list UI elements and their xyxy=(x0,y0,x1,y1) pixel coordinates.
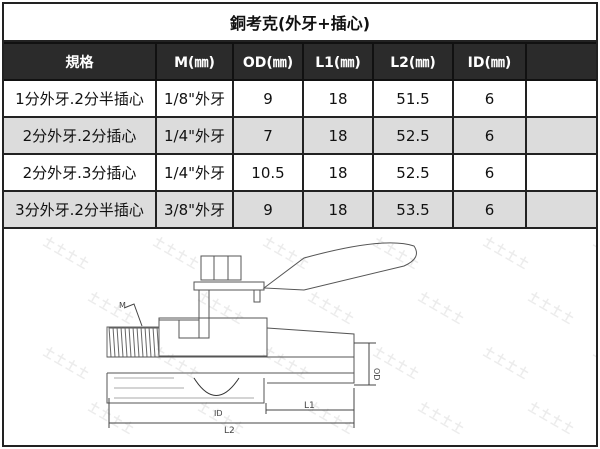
watermark-mark xyxy=(42,236,89,270)
thread xyxy=(106,326,160,358)
table-cell: 1/4"外牙 xyxy=(155,116,234,155)
table-cell: 1/8"外牙 xyxy=(155,79,234,118)
watermark-mark xyxy=(372,236,419,270)
table-cell: 6 xyxy=(452,116,527,155)
hatching xyxy=(114,377,254,399)
table-cell xyxy=(525,190,596,229)
label-l1: L1 xyxy=(304,401,315,411)
table-cell: 18 xyxy=(302,79,374,118)
watermark-mark xyxy=(417,401,464,435)
col-od: OD(㎜) xyxy=(232,42,304,81)
watermark-mark xyxy=(307,401,354,435)
watermark-mark xyxy=(152,346,199,380)
page-title: 銅考克(外牙+插心) xyxy=(4,4,596,42)
watermark-mark xyxy=(152,236,199,270)
spec-table: 規格 M(㎜) OD(㎜) L1(㎜) L2(㎜) ID(㎜) 1分外牙.2分半… xyxy=(4,42,596,229)
table-cell: 51.5 xyxy=(372,79,454,118)
table-cell: 2分外牙.3分插心 xyxy=(4,153,157,192)
watermark-mark xyxy=(307,291,354,325)
dimension-lines xyxy=(108,303,376,428)
col-l2: L2(㎜) xyxy=(372,42,454,81)
table-cell: 3/8"外牙 xyxy=(155,190,234,229)
table-cell: 9 xyxy=(232,79,304,118)
watermark xyxy=(42,236,600,435)
table-header-row: 規格 M(㎜) OD(㎜) L1(㎜) L2(㎜) ID(㎜) xyxy=(4,42,596,81)
table-cell: 2分外牙.2分插心 xyxy=(4,116,157,155)
watermark-mark xyxy=(592,236,600,270)
watermark-mark xyxy=(87,291,134,325)
col-l1: L1(㎜) xyxy=(302,42,374,81)
col-empty xyxy=(525,42,596,81)
label-id: ID xyxy=(214,409,223,418)
watermark-mark xyxy=(197,291,244,325)
table-cell: 52.5 xyxy=(372,116,454,155)
handle-lever xyxy=(262,242,417,291)
table-cell: 18 xyxy=(302,116,374,155)
table-cell: 18 xyxy=(302,153,374,192)
watermark-mark xyxy=(197,401,244,435)
table-cell: 1/4"外牙 xyxy=(155,153,234,192)
label-l2: L2 xyxy=(224,426,235,436)
watermark-mark xyxy=(372,346,419,380)
table-cell: 9 xyxy=(232,190,304,229)
label-m: M xyxy=(119,301,126,310)
label-od: OD xyxy=(372,368,381,380)
watermark-mark xyxy=(262,236,309,270)
watermark-mark xyxy=(417,291,464,325)
watermark-mark xyxy=(42,346,89,380)
table-cell: 6 xyxy=(452,153,527,192)
col-m: M(㎜) xyxy=(155,42,234,81)
table-cell: 52.5 xyxy=(372,153,454,192)
table-cell: 7 xyxy=(232,116,304,155)
col-id: ID(㎜) xyxy=(452,42,527,81)
watermark-mark xyxy=(482,346,529,380)
col-spec: 規格 xyxy=(4,42,157,81)
table-cell: 10.5 xyxy=(232,153,304,192)
watermark-mark xyxy=(262,346,309,380)
table-cell xyxy=(525,79,596,118)
valve-technical-drawing: M OD ID L1 L2 xyxy=(4,228,600,445)
watermark-mark xyxy=(482,236,529,270)
nut xyxy=(200,255,242,281)
watermark-mark xyxy=(87,401,134,435)
watermark-mark xyxy=(527,291,574,325)
table-cell: 6 xyxy=(452,79,527,118)
table-cell: 6 xyxy=(452,190,527,229)
watermark-mark xyxy=(527,401,574,435)
table-cell xyxy=(525,116,596,155)
watermark-mark xyxy=(592,346,600,380)
table-cell: 1分外牙.2分半插心 xyxy=(4,79,157,118)
table-cell xyxy=(525,153,596,192)
table-cell: 53.5 xyxy=(372,190,454,229)
table-cell: 18 xyxy=(302,190,374,229)
table-cell: 3分外牙.2分半插心 xyxy=(4,190,157,229)
